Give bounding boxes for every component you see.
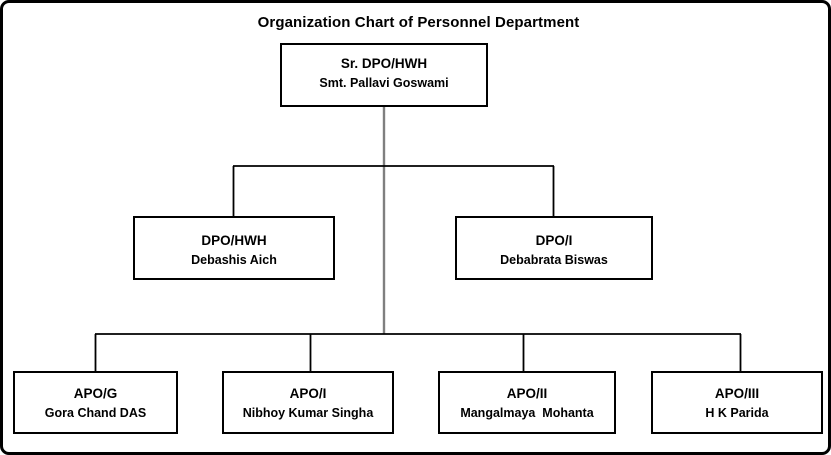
node-head[interactable]: Sr. DPO/HWH Smt. Pallavi Goswami <box>280 43 488 107</box>
node-role: DPO/HWH <box>201 233 267 248</box>
node-dpo-hwh[interactable]: DPO/HWH Debashis Aich <box>133 216 335 280</box>
node-person: Smt. Pallavi Goswami <box>319 75 449 90</box>
node-role: APO/II <box>506 386 548 401</box>
node-role: APO/I <box>289 386 327 401</box>
node-role: APO/III <box>714 386 760 401</box>
node-person: Debabrata Biswas <box>500 252 608 267</box>
node-role: DPO/I <box>535 233 573 248</box>
node-dpo-i[interactable]: DPO/I Debabrata Biswas <box>455 216 653 280</box>
node-person: H K Parida <box>705 405 769 420</box>
node-person: Nibhoy Kumar Singha <box>242 405 374 420</box>
node-apo-i[interactable]: APO/I Nibhoy Kumar Singha <box>222 371 394 434</box>
node-apo-iii[interactable]: APO/III H K Parida <box>651 371 823 434</box>
node-role: Sr. DPO/HWH <box>340 56 428 71</box>
node-person: Mangalmaya Mohanta <box>460 405 594 420</box>
node-apo-ii[interactable]: APO/II Mangalmaya Mohanta <box>438 371 616 434</box>
page-title: Organization Chart of Personnel Departme… <box>257 14 580 31</box>
node-person: Debashis Aich <box>191 252 277 267</box>
node-person: Gora Chand DAS <box>44 405 147 420</box>
node-role: APO/G <box>73 386 118 401</box>
node-apo-g[interactable]: APO/G Gora Chand DAS <box>13 371 178 434</box>
